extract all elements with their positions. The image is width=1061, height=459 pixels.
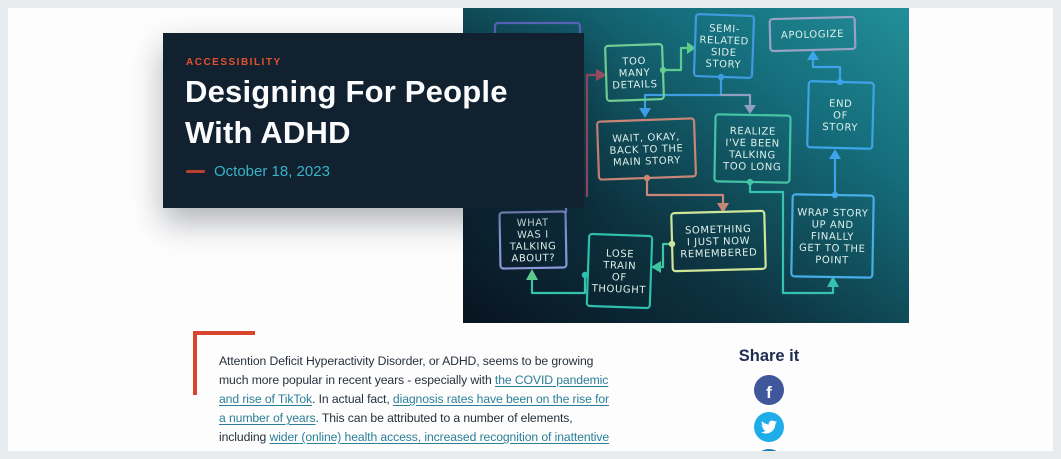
flow-node-too-many-details: TOOMANYDETAILS <box>604 43 665 102</box>
flow-node-semi-related-side-story: SEMI-RELATEDSIDESTORY <box>692 13 756 79</box>
paragraph-accent-bracket <box>193 331 255 395</box>
article-link[interactable]: wider (online) health access, increased … <box>219 430 610 451</box>
flow-node-apologize: APOLOGIZE <box>768 15 857 53</box>
share-facebook-button[interactable]: f <box>754 375 784 405</box>
share-widget: Share it f in <box>734 347 804 451</box>
svg-text:TOOMANYDETAILS: TOOMANYDETAILS <box>611 56 657 92</box>
content-area: TOOMANYDETAILS SEMI-RELATEDSIDESTORY APOLO… <box>8 8 1053 451</box>
svg-text:SOMETHINGI JUST NOWREMEMBERED: SOMETHINGI JUST NOWREMEMBERED <box>680 224 758 261</box>
flow-node-lose-train-of-thought: LOSETRAINOFTHOUGHT <box>585 232 654 310</box>
facebook-f-icon: f <box>766 382 772 402</box>
article-text: . In actual fact, <box>312 392 393 406</box>
svg-text:REALIZEI'VE BEENTALKINGTOO LON: REALIZEI'VE BEENTALKINGTOO LONG <box>722 126 782 173</box>
date-dash-icon <box>186 170 205 173</box>
flow-node-what-was-i-talking-about: WHATWAS ITALKINGABOUT? <box>498 210 568 270</box>
flow-node-something-just-remembered: SOMETHINGI JUST NOWREMEMBERED <box>670 209 767 273</box>
share-linkedin-button[interactable]: in <box>754 449 784 451</box>
flow-node-wrap-story-get-to-point: WRAP STORYUP ANDFINALLYGET TO THEPOINT <box>790 193 875 279</box>
share-buttons: f in <box>734 375 804 451</box>
svg-text:WHATWAS ITALKINGABOUT?: WHATWAS ITALKINGABOUT? <box>508 217 556 264</box>
flow-node-end-of-story: ENDOFSTORY <box>806 80 875 150</box>
svg-text:LOSETRAINOFTHOUGHT: LOSETRAINOFTHOUGHT <box>590 248 647 296</box>
svg-text:ENDOFSTORY: ENDOFSTORY <box>822 98 859 134</box>
date-text: October 18, 2023 <box>214 163 330 180</box>
svg-text:APOLOGIZE: APOLOGIZE <box>781 29 844 42</box>
article-link[interactable]: the COVID pandemic and rise of TikTok <box>219 373 609 406</box>
article-text: Attention Deficit Hyperactivity Disorder… <box>219 354 594 387</box>
article-link[interactable]: diagnosis rates have been on the rise fo… <box>219 392 609 425</box>
post-title: Designing For People With ADHD <box>185 74 508 150</box>
category-label[interactable]: ACCESSIBILITY <box>186 57 282 68</box>
share-twitter-button[interactable] <box>754 412 784 442</box>
twitter-bird-icon <box>761 420 777 434</box>
svg-text:WAIT, OKAY,BACK TO THEMAIN STO: WAIT, OKAY,BACK TO THEMAIN STORY <box>609 132 684 169</box>
article-text: , growing awareness of <box>219 449 585 451</box>
post-header-card: ACCESSIBILITY Designing For People With … <box>163 33 584 208</box>
flow-connectors <box>526 42 844 295</box>
share-heading: Share it <box>738 347 800 365</box>
flow-node-realize-talking-too-long: REALIZEI'VE BEENTALKINGTOO LONG <box>713 113 792 184</box>
flow-node-wait-okay-back-to-main-story: WAIT, OKAY,BACK TO THEMAIN STORY <box>596 117 697 181</box>
article-paragraph: Attention Deficit Hyperactivity Disorder… <box>219 352 611 451</box>
article-text: . This can be attributed to a number of … <box>219 411 573 444</box>
svg-text:WRAP STORYUP ANDFINALLYGET TO: WRAP STORYUP ANDFINALLYGET TO THEPOINT <box>796 207 869 266</box>
post-date: October 18, 2023 <box>186 163 330 180</box>
svg-text:SEMI-RELATEDSIDESTORY: SEMI-RELATEDSIDESTORY <box>698 23 749 71</box>
